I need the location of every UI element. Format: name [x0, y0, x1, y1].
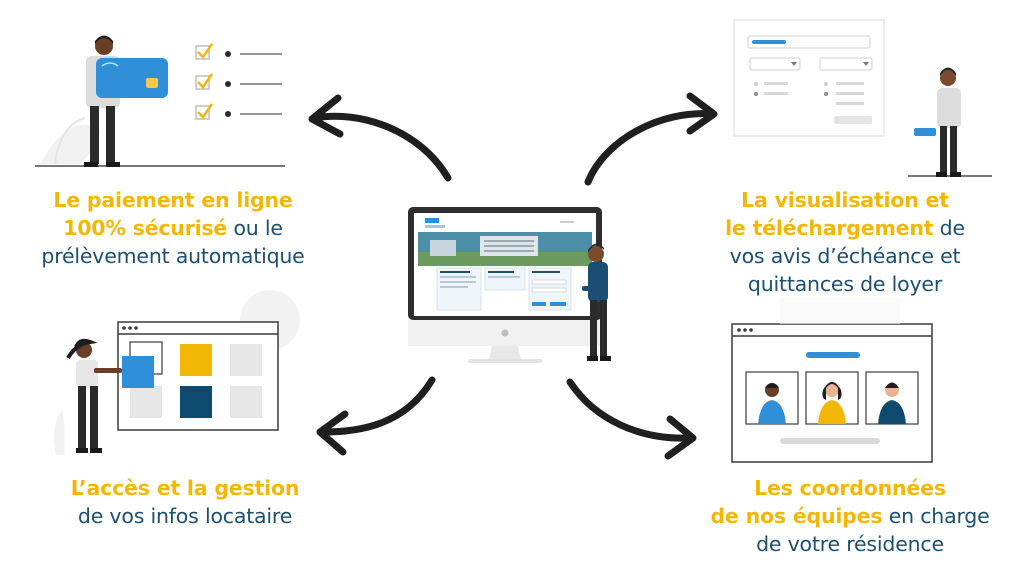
documents-caption-line2-highlight: le téléchargement [725, 216, 934, 240]
payment-caption-line2-rest: ou le [227, 216, 283, 240]
payment-illustration [35, 35, 285, 167]
account-caption-line1: L’accès et la gestion [70, 476, 300, 500]
payment-caption: Le paiement en ligne 100% sécurisé ou le… [8, 186, 338, 270]
documents-caption: La visualisation et le téléchargement de… [700, 186, 990, 298]
presenter-person [582, 243, 611, 361]
payment-caption-line2-highlight: 100% sécurisé [63, 216, 228, 240]
documents-caption-line4: quittances de loyer [747, 272, 943, 296]
payment-caption-line1: Le paiement en ligne [53, 188, 293, 212]
contacts-caption-line1: Les coordonnées [754, 476, 946, 500]
contacts-caption: Les coordonnées de nos équipes en charge… [690, 474, 1010, 558]
monitor-icon [408, 207, 602, 363]
curved-arrow-icon [308, 92, 718, 460]
documents-illustration [733, 19, 992, 177]
tile-grid-icon [117, 321, 279, 431]
documents-caption-line1: La visualisation et [741, 188, 949, 212]
documents-caption-line2-rest: de [933, 216, 965, 240]
account-caption-line2: de vos infos locataire [77, 504, 293, 528]
contacts-caption-line2-highlight: de nos équipes [710, 504, 883, 528]
documents-caption-line3: vos avis d’échéance et [729, 244, 961, 268]
account-caption: L’accès et la gestion de vos infos locat… [30, 474, 340, 530]
checklist-icon [195, 43, 282, 120]
contacts-caption-line3: de votre résidence [756, 532, 944, 556]
account-illustration [54, 290, 300, 455]
document-form-icon [733, 19, 885, 137]
credit-card-icon [96, 58, 168, 98]
contacts-caption-line2-rest: en charge [882, 504, 990, 528]
payment-caption-line3: prélèvement automatique [41, 244, 305, 268]
contacts-illustration [731, 298, 933, 463]
video-call-icon [731, 323, 933, 463]
